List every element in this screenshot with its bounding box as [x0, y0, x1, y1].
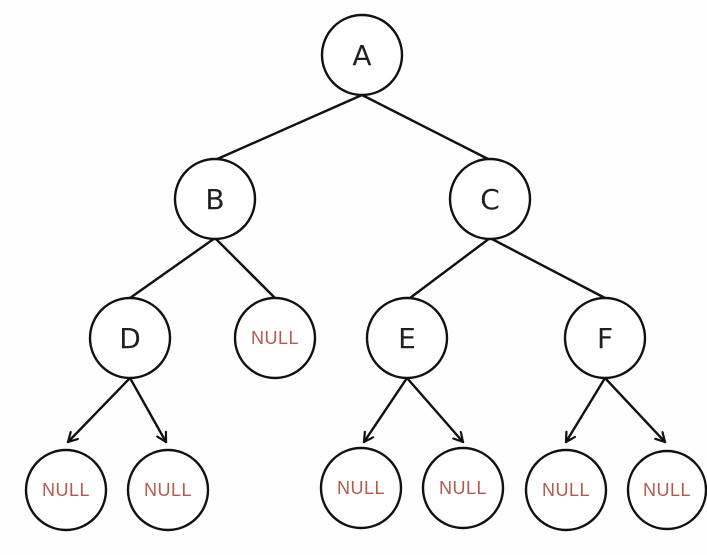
arrow-d-left-null	[66, 376, 132, 444]
node-f: F	[563, 296, 647, 380]
node-e-label: E	[398, 322, 416, 355]
node-b: B	[173, 157, 257, 241]
arrow-f-left-null	[564, 376, 607, 444]
node-e-left-null: NULL	[319, 446, 403, 530]
node-c: C	[448, 157, 532, 241]
arrow-e-left-null	[362, 376, 409, 444]
arrow-f-right-null	[603, 376, 667, 444]
null-label: NULL	[144, 480, 192, 500]
null-label: NULL	[42, 480, 90, 500]
edge-c-e	[408, 236, 492, 300]
node-f-left-null: NULL	[524, 448, 608, 532]
node-d-right-null: NULL	[126, 448, 210, 532]
node-f-label: F	[597, 322, 613, 355]
edge-a-c	[360, 93, 492, 162]
node-b-label: B	[205, 183, 224, 216]
node-f-right-null: NULL	[626, 449, 707, 531]
null-label: NULL	[542, 480, 590, 500]
node-d-label: D	[119, 322, 141, 355]
null-label: NULL	[439, 478, 487, 498]
node-a: A	[320, 13, 404, 97]
node-d-left-null: NULL	[24, 448, 108, 532]
node-b-right-null: NULL	[233, 296, 317, 380]
node-c-label: C	[480, 183, 500, 216]
edge-b-null	[213, 236, 277, 300]
null-label: NULL	[251, 328, 299, 348]
node-e-right-null: NULL	[421, 446, 505, 530]
node-d: D	[88, 296, 172, 380]
node-e: E	[365, 296, 449, 380]
edge-b-d	[128, 236, 217, 300]
null-label: NULL	[337, 478, 385, 498]
null-label: NULL	[643, 480, 691, 500]
node-a-label: A	[352, 39, 371, 72]
arrow-e-right-null	[405, 376, 465, 444]
edge-c-f	[488, 236, 607, 300]
arrow-d-right-null	[128, 376, 168, 444]
edge-a-b	[213, 93, 364, 162]
